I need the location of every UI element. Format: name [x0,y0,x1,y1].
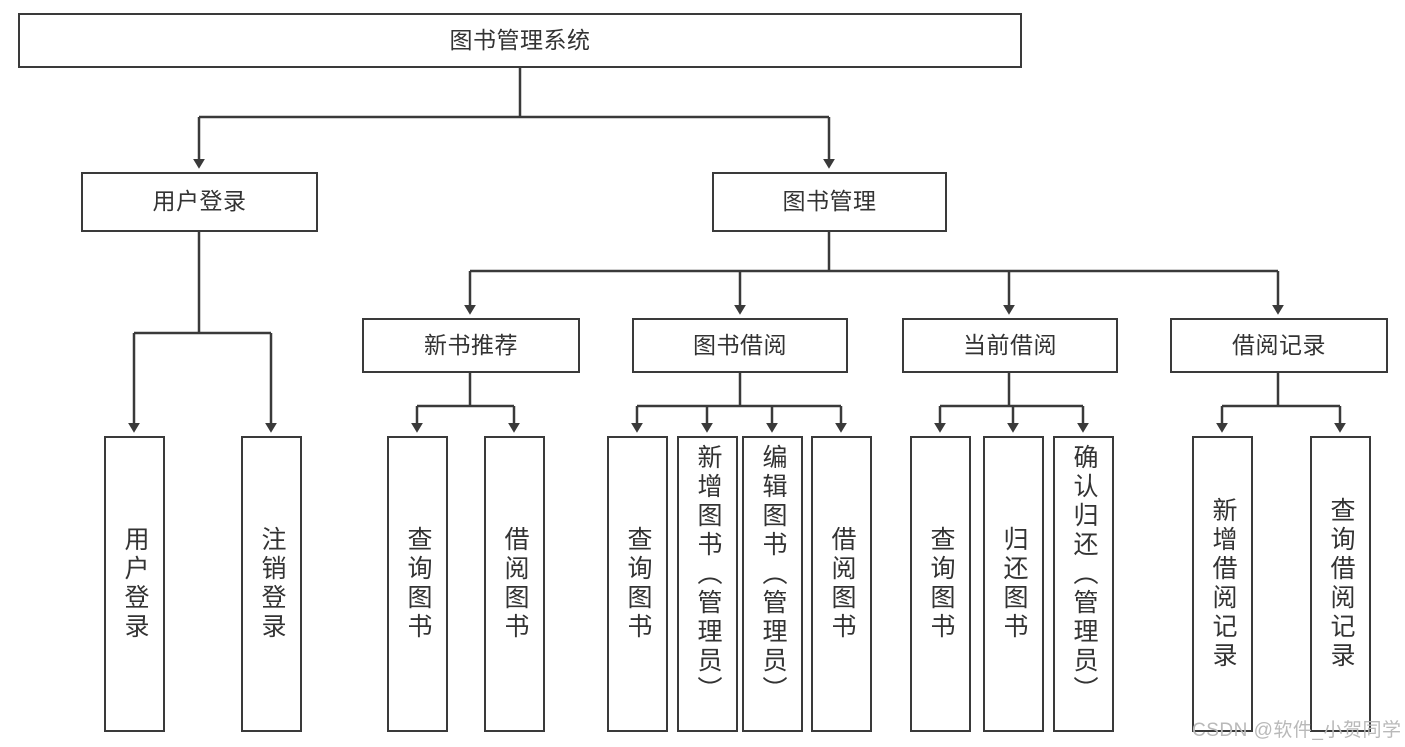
node-leaf-query-book-2-label: 查询图书 [624,526,652,642]
node-leaf-query-book-2[interactable]: 查询图书 [607,436,668,732]
node-current-borrow[interactable]: 当前借阅 [902,318,1118,373]
csdn-watermark: CSDN @软件_小贺同学 [1192,720,1402,741]
node-leaf-query-record[interactable]: 查询借阅记录 [1310,436,1371,732]
node-user-login[interactable]: 用户登录 [81,172,318,232]
node-leaf-borrow-book-2-label: 借阅图书 [828,526,856,642]
node-leaf-query-book-1-label: 查询图书 [404,526,432,642]
node-book-manage[interactable]: 图书管理 [712,172,947,232]
node-leaf-return-book-label: 归还图书 [1000,526,1028,642]
node-leaf-return-book[interactable]: 归还图书 [983,436,1044,732]
node-book-borrow-label: 图书借阅 [693,331,787,358]
node-borrow-record[interactable]: 借阅记录 [1170,318,1388,373]
node-book-borrow[interactable]: 图书借阅 [632,318,848,373]
node-leaf-borrow-book-1-label: 借阅图书 [501,526,529,642]
node-leaf-user-login[interactable]: 用户登录 [104,436,165,732]
node-leaf-user-login-label: 用户登录 [121,526,149,642]
node-leaf-add-book-label: 新增图书（管理员） [694,444,722,705]
node-leaf-edit-book[interactable]: 编辑图书（管理员） [742,436,803,732]
node-leaf-query-book-3[interactable]: 查询图书 [910,436,971,732]
node-leaf-query-book-3-label: 查询图书 [927,526,955,642]
node-user-login-label: 用户登录 [152,188,247,215]
node-leaf-logout[interactable]: 注销登录 [241,436,302,732]
node-root[interactable]: 图书管理系统 [18,13,1022,68]
node-leaf-confirm-return-label: 确认归还（管理员） [1070,444,1098,705]
node-new-book-recommend-label: 新书推荐 [424,331,518,358]
node-leaf-query-record-label: 查询借阅记录 [1327,497,1355,671]
node-leaf-query-book-1[interactable]: 查询图书 [387,436,448,732]
node-leaf-borrow-book-2[interactable]: 借阅图书 [811,436,872,732]
node-leaf-confirm-return[interactable]: 确认归还（管理员） [1053,436,1114,732]
node-leaf-add-book[interactable]: 新增图书（管理员） [677,436,738,732]
node-leaf-logout-label: 注销登录 [258,526,286,642]
node-new-book-recommend[interactable]: 新书推荐 [362,318,580,373]
node-borrow-record-label: 借阅记录 [1232,331,1326,358]
node-leaf-add-record[interactable]: 新增借阅记录 [1192,436,1253,732]
node-leaf-edit-book-label: 编辑图书（管理员） [759,444,787,705]
node-leaf-borrow-book-1[interactable]: 借阅图书 [484,436,545,732]
node-book-manage-label: 图书管理 [782,188,877,215]
node-current-borrow-label: 当前借阅 [963,331,1057,358]
node-root-label: 图书管理系统 [449,26,591,53]
node-leaf-add-record-label: 新增借阅记录 [1209,497,1237,671]
